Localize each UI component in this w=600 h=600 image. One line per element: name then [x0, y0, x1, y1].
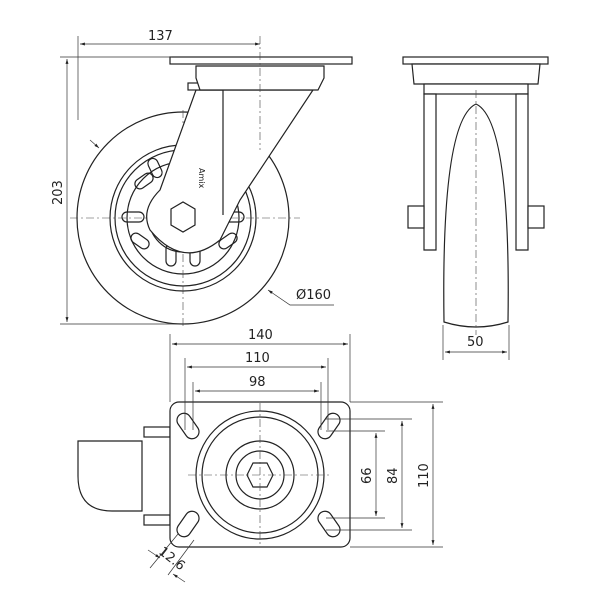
dim-hole-spacing-inner-y: 66 [360, 467, 375, 484]
swivel-head [195, 65, 325, 91]
dim-hole-spacing-outer-x: 110 [245, 351, 270, 366]
dim-hole-spacing-inner-x: 98 [249, 375, 266, 390]
side-view: Amix 137 203 Ø160 [51, 29, 353, 326]
dim-plate-width: 140 [248, 328, 273, 343]
dim-plate-height: 110 [417, 463, 432, 488]
wheel-outline [77, 440, 143, 512]
mounting-slots [176, 412, 341, 538]
front-view: 50 [402, 56, 549, 360]
axle-nut [170, 201, 196, 233]
dim-offset: 137 [148, 29, 173, 44]
wheel-front [443, 103, 509, 328]
dim-hole-spacing-outer-y: 84 [386, 467, 401, 484]
top-plate [169, 56, 353, 65]
dim-height: 203 [51, 180, 66, 205]
top-view: 140 110 98 66 84 110 12.6 [77, 328, 443, 583]
dim-slot-width: 12.6 [156, 544, 188, 574]
dim-wheel-diameter: Ø160 [296, 288, 331, 303]
dim-wheel-width: 50 [467, 335, 484, 350]
brand-logo: Amix [197, 168, 206, 188]
